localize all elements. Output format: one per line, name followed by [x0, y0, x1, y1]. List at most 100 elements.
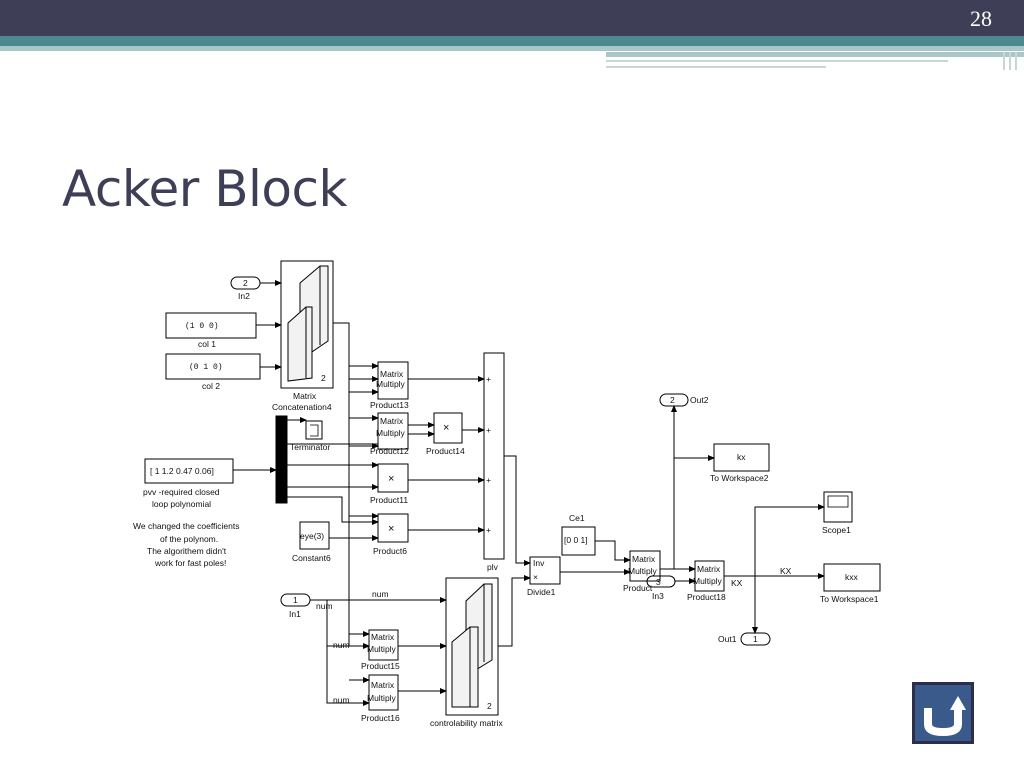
- product15-text2: Multiply: [367, 644, 397, 654]
- product14-symbol: ×: [443, 422, 449, 434]
- product12-text2: Multiply: [376, 428, 406, 438]
- product16-in-label: num: [333, 695, 350, 705]
- to-workspace1-block: [823, 563, 881, 592]
- return-arrow-icon[interactable]: [912, 682, 974, 744]
- product-text1: Matrix: [632, 554, 656, 564]
- out1-port-num: 1: [753, 634, 758, 644]
- ws2-value: kx: [737, 452, 746, 462]
- pvv-note-1: pvv -required closed: [143, 487, 220, 497]
- product11-label: Product11: [370, 495, 408, 505]
- col2-constant: [165, 353, 261, 380]
- plv-sign-2: +: [486, 425, 491, 435]
- divide1-block: [529, 556, 561, 585]
- in2-label: In2: [238, 291, 250, 301]
- out1-port: [740, 632, 771, 646]
- col2-label: col 2: [202, 381, 220, 391]
- coeff-note-2: of the polynom.: [160, 534, 218, 544]
- product16-text2: Multiply: [367, 693, 397, 703]
- terminator-block: [305, 420, 323, 440]
- product15-in-label: num: [333, 640, 350, 650]
- constant6-block: [299, 521, 330, 550]
- scope1-block: [823, 491, 853, 523]
- constant6-value: eye(3): [300, 531, 324, 541]
- product16-block: [368, 674, 399, 711]
- decorative-lines: [606, 52, 1024, 70]
- product13-text2: Multiply: [376, 379, 406, 389]
- product-label: Product: [623, 583, 653, 593]
- in3-port-num: 3: [656, 577, 661, 587]
- controlability-matrix-block: [445, 577, 499, 716]
- coeff-note-1: We changed the coefficients: [133, 521, 239, 531]
- pale-band: [0, 46, 1024, 51]
- divide1-text1: Inv: [533, 558, 545, 568]
- slide-title: Acker Block: [62, 160, 347, 218]
- product13-label: Product13: [370, 400, 409, 410]
- product18-block: [694, 560, 725, 592]
- ctrl-matrix-port: 2: [487, 701, 492, 711]
- out2-port: [659, 393, 689, 407]
- product12-text1: Matrix: [380, 416, 404, 426]
- out1-label: Out1: [718, 634, 737, 644]
- product18-out-label: KX: [731, 578, 743, 588]
- product13-text1: Matrix: [380, 369, 404, 379]
- slide-number: 28: [970, 6, 992, 31]
- plv-label: plv: [487, 562, 499, 572]
- kx-line-label: KX: [780, 566, 792, 576]
- in1-signal: num: [316, 601, 333, 611]
- coeff-note-4: work for fast poles!: [154, 558, 226, 568]
- product12-block: [377, 412, 409, 450]
- product14-label: Product14: [426, 446, 465, 456]
- in2-port-num: 2: [243, 278, 248, 288]
- coeff-note-3: The algorithem didn't: [147, 546, 227, 556]
- out2-label: Out2: [690, 395, 709, 405]
- in2-port: [230, 276, 261, 290]
- plv-sign-1: +: [486, 374, 491, 384]
- concat4-port: 2: [321, 373, 326, 383]
- ce1-label: Ce1: [569, 513, 585, 523]
- product-block: [629, 550, 661, 582]
- ctrl-matrix-label: controlability matrix: [430, 718, 503, 728]
- mux-bar: [275, 415, 288, 504]
- pvv-constant: [144, 458, 234, 484]
- ws2-label: To Workspace2: [710, 473, 769, 483]
- matrix-concatenation4: [280, 260, 334, 389]
- product18-text1: Matrix: [697, 564, 721, 574]
- out2-port-num: 2: [670, 395, 675, 405]
- to-workspace2-block: [713, 443, 770, 472]
- product16-label: Product16: [361, 713, 400, 723]
- pvv-value: [ 1 1.2 0.47 0.06]: [150, 466, 214, 476]
- col2-value: (0 1 0): [189, 363, 223, 372]
- col1-value: (1 0 0): [185, 322, 219, 331]
- ws1-value: kxx: [845, 572, 859, 582]
- product15-block: [368, 629, 399, 661]
- product11-symbol: ×: [388, 473, 394, 485]
- constant6-label: Constant6: [292, 553, 331, 563]
- in1-port: [280, 593, 311, 607]
- concat4-label-1: Matrix: [293, 391, 317, 401]
- product6-label: Product6: [373, 546, 407, 556]
- wires: [233, 280, 825, 706]
- product16-text1: Matrix: [371, 680, 395, 690]
- product18-text2: Multiply: [693, 576, 723, 586]
- in1-port-num: 1: [293, 595, 298, 605]
- scope1-label: Scope1: [822, 525, 851, 535]
- product15-text1: Matrix: [371, 632, 395, 642]
- product6-block: [377, 513, 409, 543]
- divide1-text2: ×: [533, 572, 538, 582]
- col1-constant: [165, 312, 257, 339]
- plv-block: [483, 352, 505, 560]
- top-banner: [0, 0, 1024, 36]
- col1-label: col 1: [198, 339, 216, 349]
- product-text2: Multiply: [628, 566, 658, 576]
- in3-port: [646, 575, 676, 588]
- ce1-value: [0 0 1]: [564, 535, 588, 545]
- ws1-label: To Workspace1: [820, 594, 879, 604]
- concat4-label-2: Concatenation4: [272, 402, 332, 412]
- in3-label: In3: [652, 591, 664, 601]
- ce1-constant: [561, 526, 596, 556]
- teal-banner: [0, 36, 1024, 46]
- product11-block: [377, 463, 409, 493]
- num-line-label: num: [372, 589, 389, 599]
- product14-block: [433, 412, 463, 444]
